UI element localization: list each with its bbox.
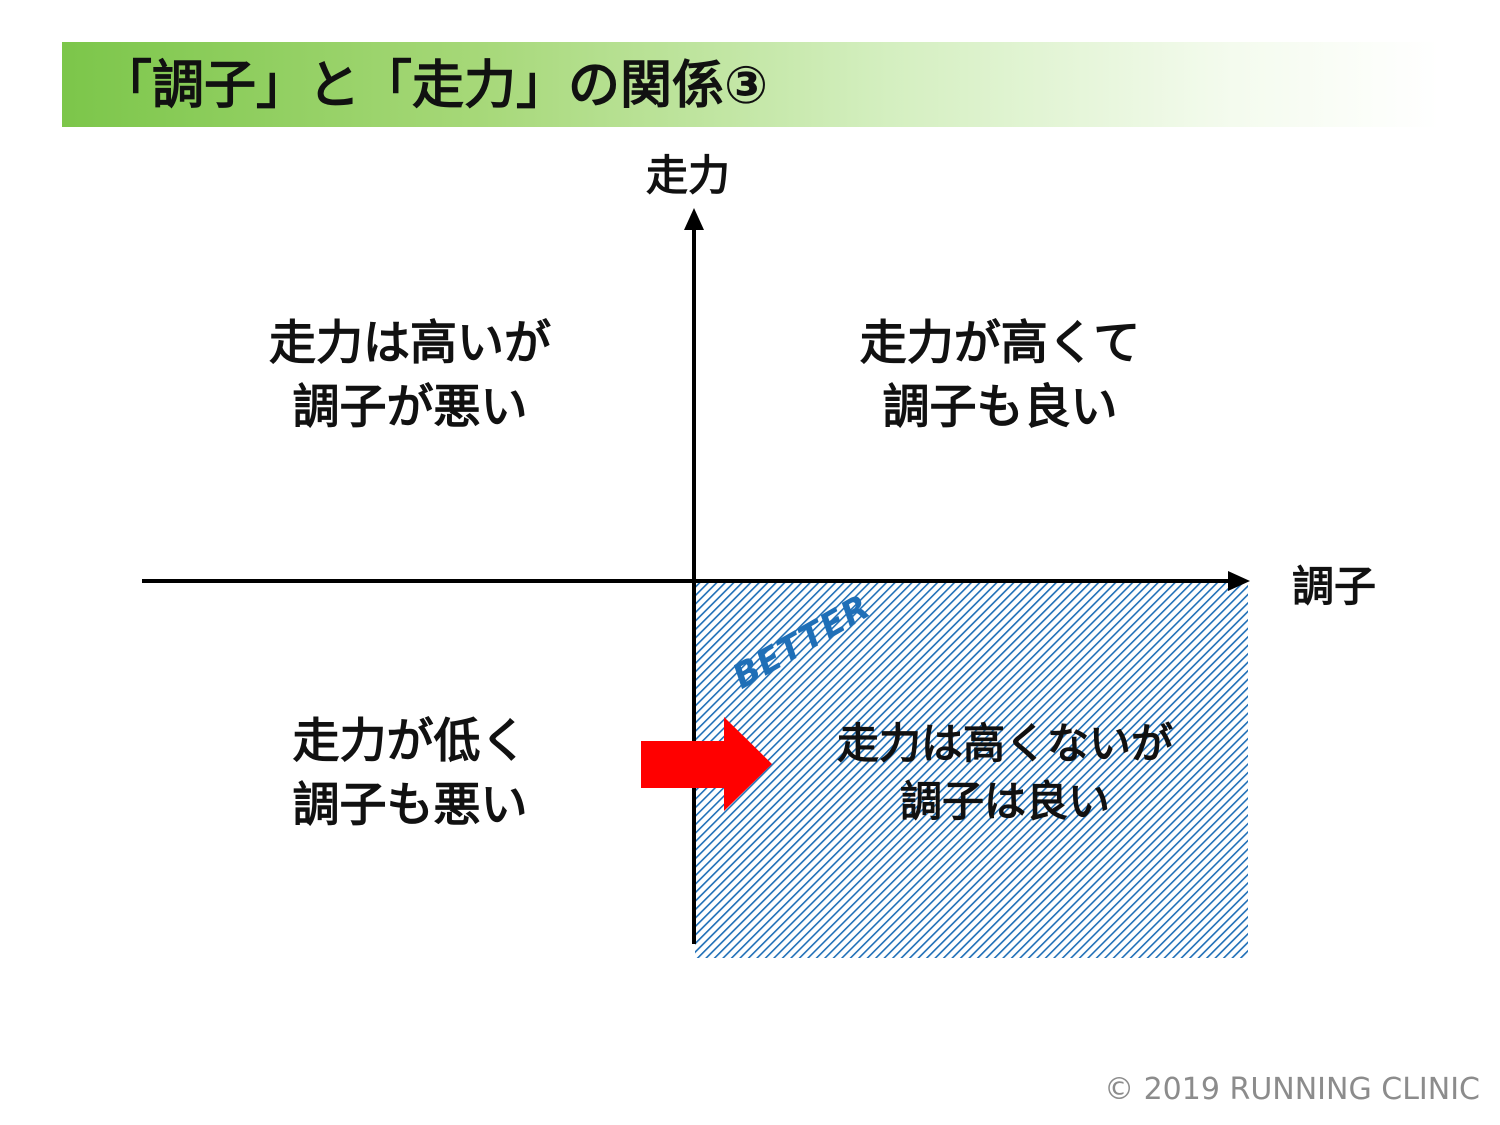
quadrant-bottom-left-line-1: 走力が低く [292, 714, 528, 769]
x-axis-label: 調子 [1292, 562, 1377, 611]
x-axis-arrowhead [1228, 571, 1250, 591]
quadrant-top-right: 走力が高くて 調子も良い [790, 312, 1210, 440]
quadrant-bottom-right-line-2: 調子は良い [899, 777, 1110, 826]
quadrant-top-left-line-2: 調子が悪い [292, 380, 528, 435]
quadrant-bottom-left: 走力が低く 調子も悪い [200, 710, 620, 838]
better-quadrant-highlight [695, 582, 1248, 958]
quadrant-bottom-right: 走力は高くないが 調子は良い [780, 715, 1230, 831]
improvement-arrow [641, 717, 772, 811]
quadrant-top-left-line-1: 走力は高いが [269, 316, 551, 371]
quadrant-bottom-left-line-2: 調子も悪い [292, 778, 528, 833]
quadrant-top-right-line-1: 走力が高くて [859, 316, 1141, 371]
slide-title: 「調子」と「走力」の関係③ [100, 56, 769, 116]
quadrant-top-right-line-2: 調子も良い [882, 380, 1118, 435]
title-bar [62, 42, 1440, 127]
quadrant-top-left: 走力は高いが 調子が悪い [200, 312, 620, 440]
copyright-notice: © 2019 RUNNING CLINIC [1104, 1072, 1480, 1107]
y-axis-label: 走力 [646, 151, 731, 200]
y-axis-arrowhead [684, 208, 704, 230]
quadrant-bottom-right-line-1: 走力は高くないが [836, 719, 1173, 768]
